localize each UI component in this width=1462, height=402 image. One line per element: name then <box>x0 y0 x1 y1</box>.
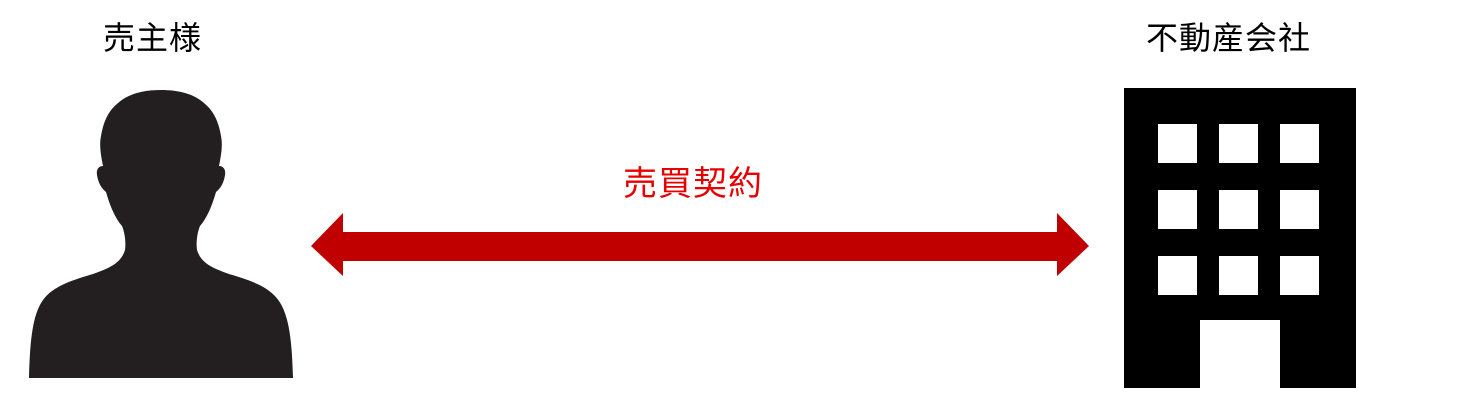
arrow-shape <box>311 213 1089 276</box>
person-silhouette-shape <box>29 90 293 378</box>
bidirectional-arrow <box>311 213 1089 276</box>
office-building-icon <box>1124 88 1356 388</box>
building-shape <box>1124 88 1356 388</box>
contract-label: 売買契約 <box>623 164 763 204</box>
person-silhouette-icon <box>29 90 293 378</box>
company-label: 不動産会社 <box>1146 19 1312 57</box>
seller-label: 売主様 <box>103 19 203 57</box>
